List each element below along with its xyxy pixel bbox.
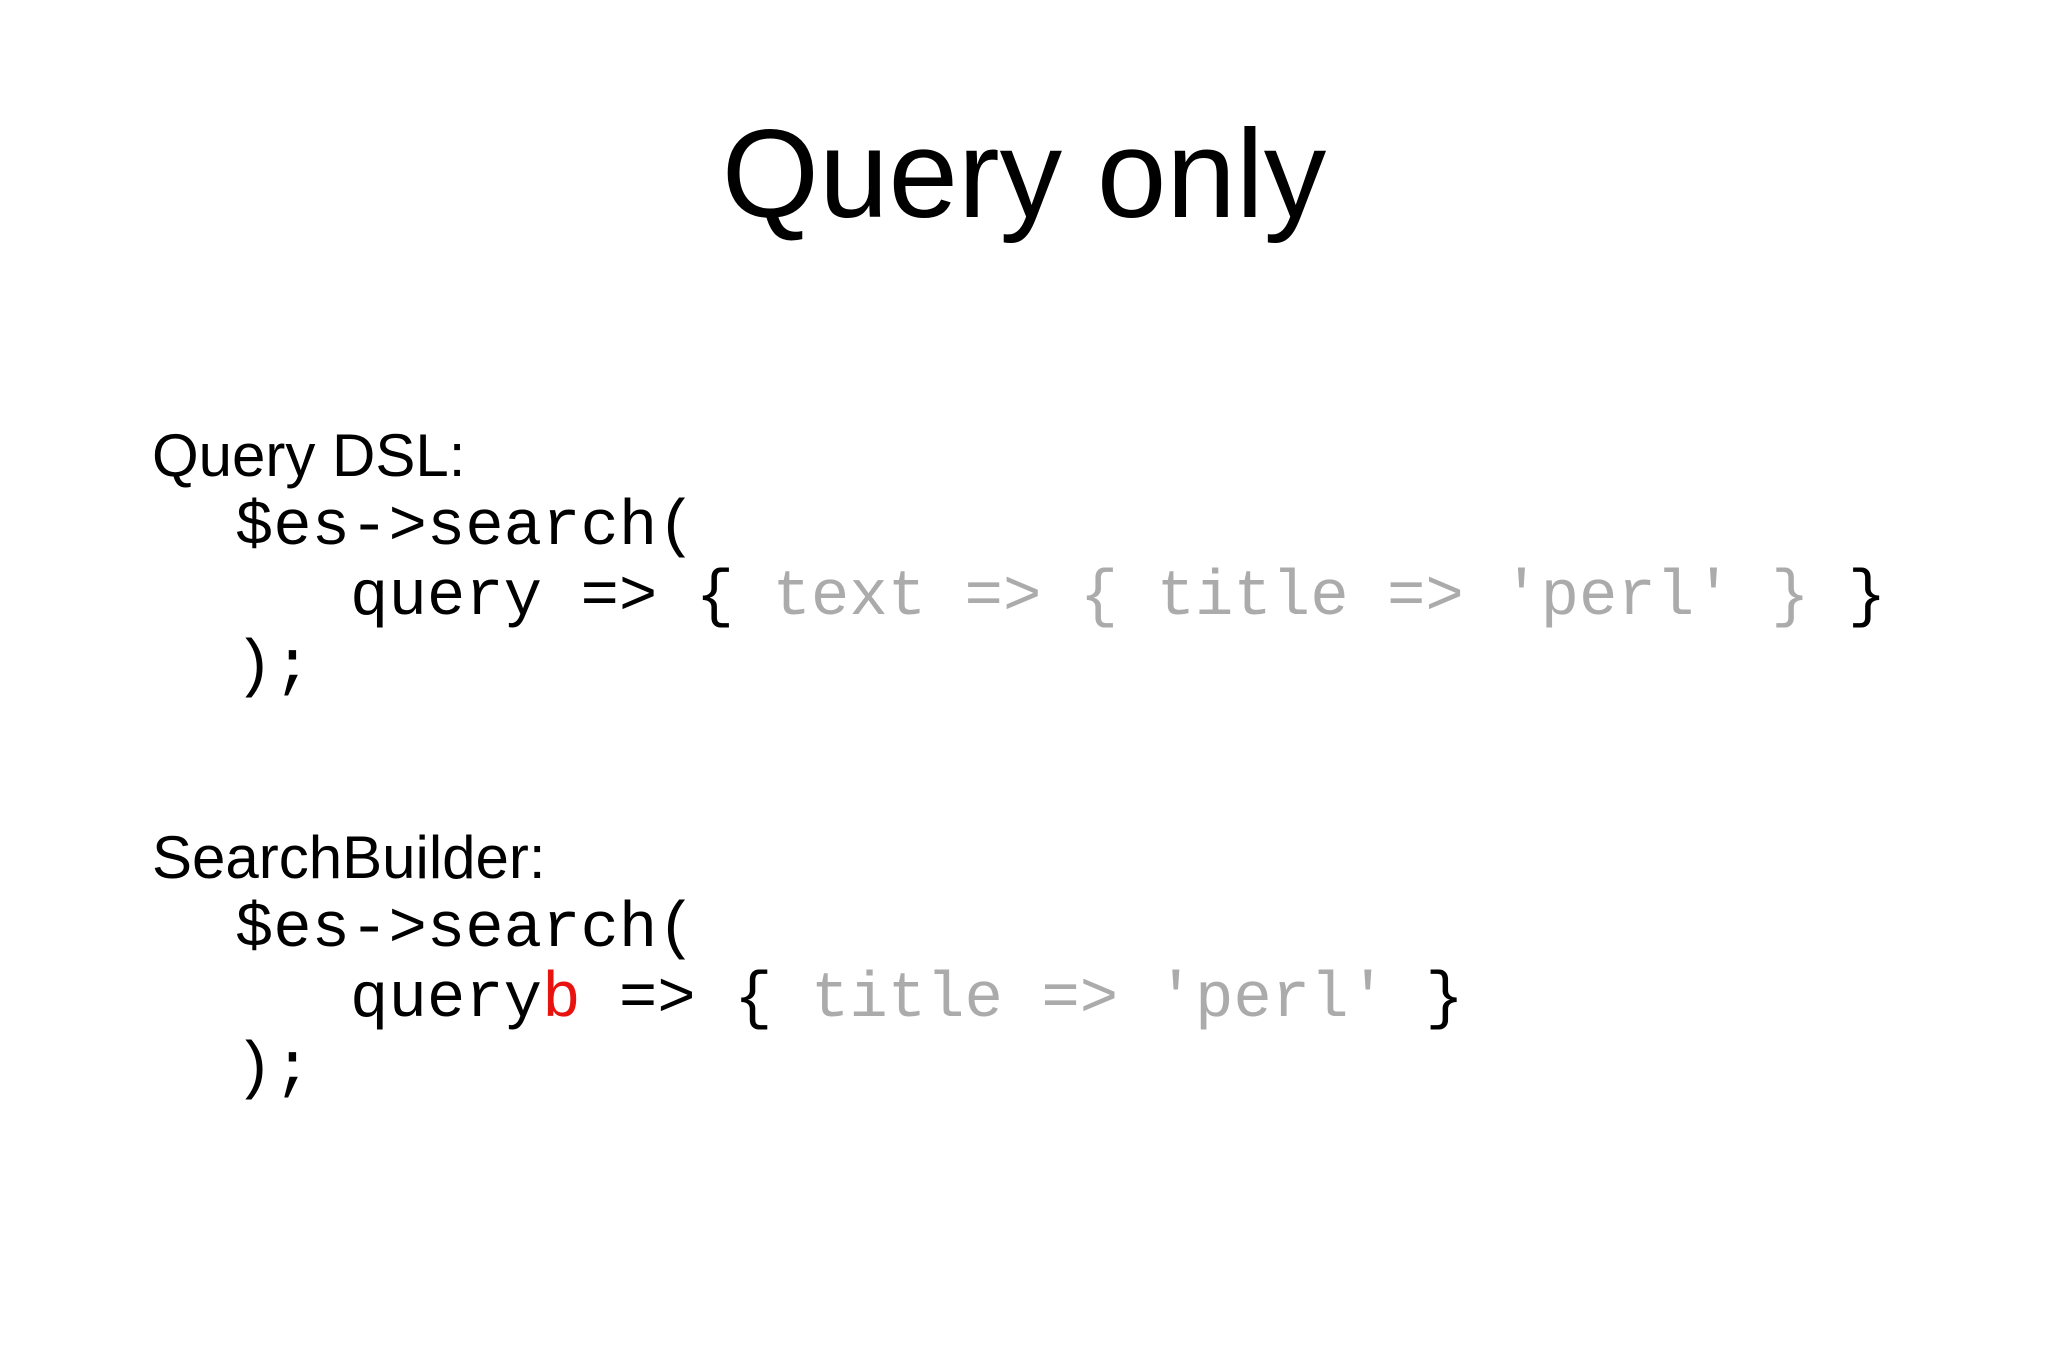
code-segment-black: ); [158, 632, 312, 704]
code-segment-black: ); [158, 1034, 312, 1106]
code-segment-black: } [1425, 964, 1464, 1036]
section-label-searchbuilder: SearchBuilder: [152, 824, 546, 891]
code-segment-black: } [1809, 562, 1887, 634]
code-line: queryb => { title => 'perl' } [158, 965, 1464, 1035]
code-segment-gray: title => 'perl' [772, 964, 1426, 1036]
code-line: ); [158, 1035, 1464, 1105]
code-block-searchbuilder: $es->search( queryb => { title => 'perl'… [158, 895, 1464, 1105]
code-line: ); [158, 633, 1886, 703]
code-line: $es->search( [158, 895, 1464, 965]
code-segment-black: query => { [158, 562, 735, 634]
code-segment-black: query [158, 964, 543, 1036]
slide-title: Query only [721, 105, 1327, 244]
code-segment-black: => { [580, 964, 773, 1036]
section-label-query-dsl: Query DSL: [152, 422, 466, 489]
code-block-query-dsl: $es->search( query => { text => { title … [158, 493, 1886, 703]
code-line: $es->search( [158, 493, 1886, 563]
code-segment-gray: text => { title => 'perl' } [734, 562, 1810, 634]
code-segment-black: $es->search( [158, 492, 696, 564]
code-line: query => { text => { title => 'perl' } } [158, 563, 1886, 633]
code-segment-red: b [542, 964, 581, 1036]
code-segment-black: $es->search( [158, 894, 696, 966]
